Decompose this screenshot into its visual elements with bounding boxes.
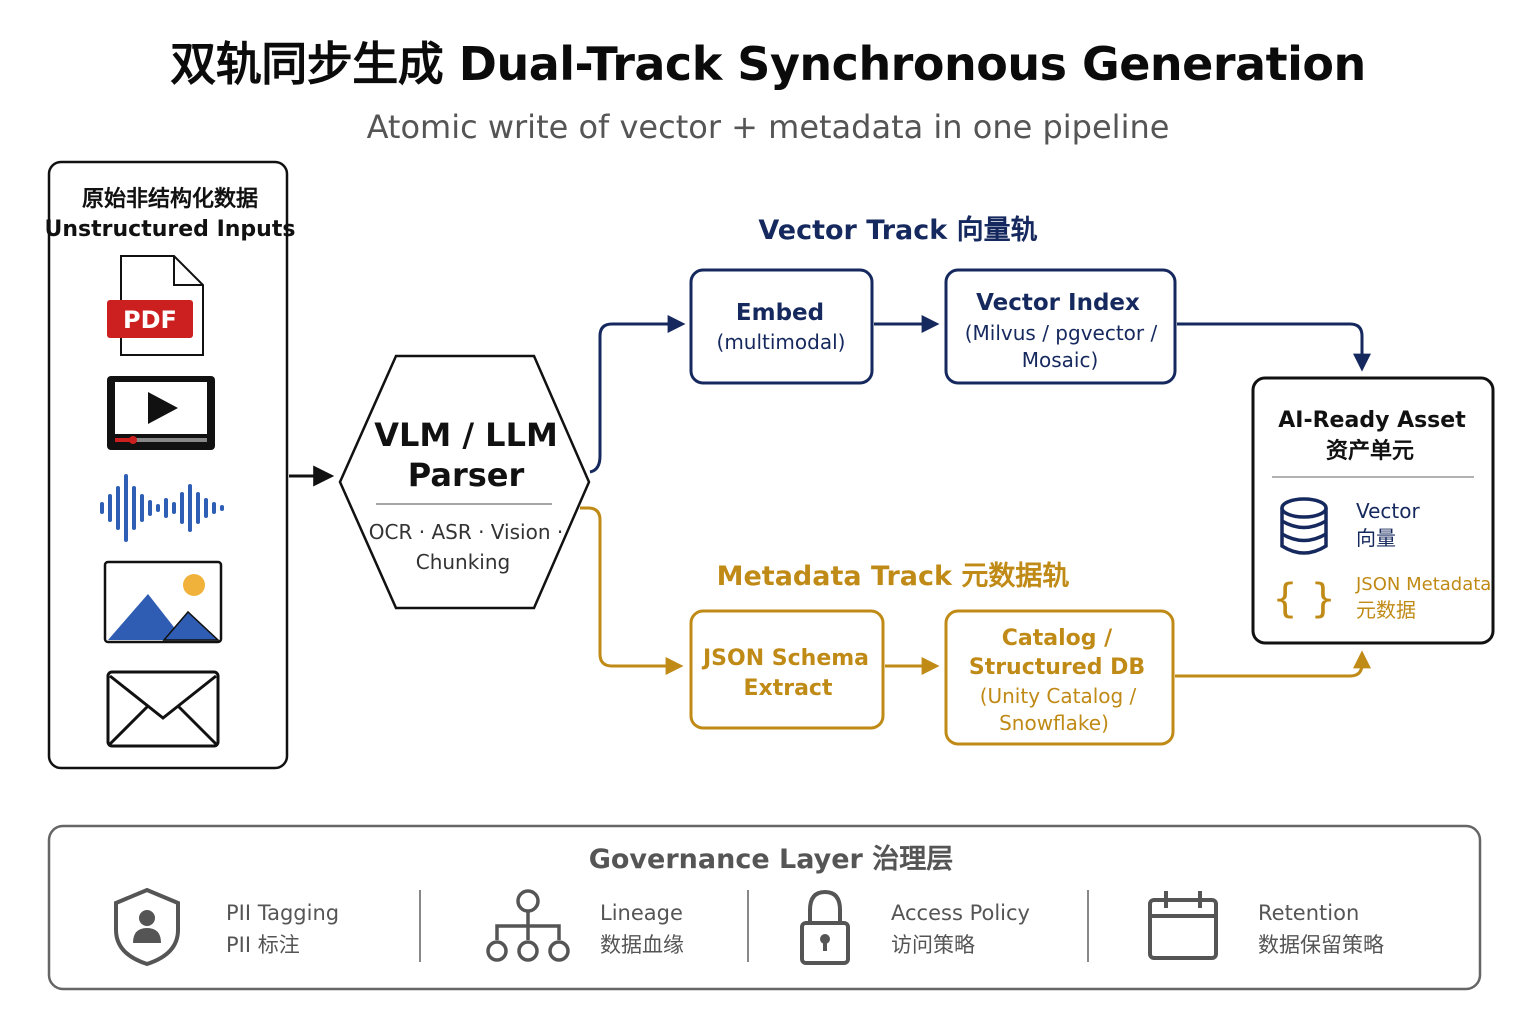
json-braces-icon: { } — [1272, 576, 1336, 622]
image-icon — [103, 560, 223, 644]
calendar-icon — [1148, 891, 1218, 960]
vector-index-node: Vector Index (Milvus / pgvector / Mosaic… — [944, 268, 1177, 385]
parser-title-line2: Parser — [408, 456, 525, 494]
arrow-parser-to-schema — [580, 506, 684, 675]
catalog-title-line2: Structured DB — [969, 655, 1145, 680]
arrow-catalog-to-asset — [1175, 650, 1371, 678]
gov-item-1-en: Lineage — [600, 901, 683, 925]
page-subtitle: Atomic write of vector + metadata in one… — [366, 108, 1170, 146]
asset-json-cn: 元数据 — [1356, 598, 1416, 622]
schema-title-line1: JSON Schema — [701, 646, 869, 671]
gov-item-0-cn: PII 标注 — [226, 933, 300, 957]
asset-title-en: AI-Ready Asset — [1278, 408, 1466, 433]
catalog-title-line1: Catalog / — [1002, 626, 1113, 651]
governance-panel: Governance Layer 治理层 PII Tagging PII 标注 … — [47, 824, 1482, 991]
embed-title: Embed — [736, 300, 824, 326]
vector-index-title: Vector Index — [976, 290, 1140, 316]
gov-item-3-en: Retention — [1258, 901, 1359, 925]
gov-item-3-cn: 数据保留策略 — [1258, 933, 1384, 957]
asset-vector-cn: 向量 — [1356, 526, 1396, 550]
schema-title-line2: Extract — [744, 676, 833, 701]
asset-node: AI-Ready Asset 资产单元 Vector 向量 { } JSON M… — [1251, 376, 1495, 645]
audio-waveform-icon — [100, 474, 224, 542]
inputs-title-en: Unstructured Inputs — [45, 217, 296, 242]
email-icon — [106, 670, 220, 748]
gov-item-2-cn: 访问策略 — [891, 933, 975, 957]
vector-index-sub1: (Milvus / pgvector / — [965, 321, 1158, 345]
padlock-icon — [800, 889, 850, 965]
pdf-label: PDF — [123, 306, 177, 334]
vector-track-label: Vector Track 向量轨 — [758, 214, 1037, 246]
embed-node: Embed (multimodal) — [689, 268, 874, 385]
asset-json-en: JSON Metadata — [1355, 574, 1491, 595]
pdf-icon: PDF — [107, 255, 204, 356]
inputs-panel: 原始非结构化数据 Unstructured Inputs PDF — [45, 160, 296, 770]
gov-item-0-en: PII Tagging — [226, 901, 339, 925]
catalog-node: Catalog / Structured DB (Unity Catalog /… — [944, 609, 1175, 746]
gov-item-1-cn: 数据血缘 — [600, 933, 684, 957]
asset-title-cn: 资产单元 — [1326, 439, 1414, 464]
arrow-index-to-asset — [1177, 322, 1371, 372]
inputs-title-cn: 原始非结构化数据 — [82, 186, 258, 212]
page-title: 双轨同步生成 Dual-Track Synchronous Generation — [170, 37, 1366, 91]
schema-extract-node: JSON Schema Extract — [689, 609, 885, 730]
vector-index-sub2: Mosaic) — [1022, 348, 1099, 372]
shield-user-icon — [114, 887, 180, 967]
database-icon — [1280, 497, 1328, 555]
parser-node: VLM / LLM Parser OCR · ASR · Vision · Ch… — [338, 354, 591, 610]
parser-sub-line1: OCR · ASR · Vision · — [369, 520, 563, 544]
video-icon — [107, 376, 215, 450]
asset-vector-en: Vector — [1356, 499, 1421, 523]
gov-item-2-en: Access Policy — [891, 901, 1030, 925]
catalog-sub1: (Unity Catalog / — [980, 684, 1137, 708]
parser-sub-line2: Chunking — [416, 550, 511, 574]
governance-title: Governance Layer 治理层 — [589, 844, 954, 875]
arrow-parser-to-embed — [589, 315, 686, 474]
parser-title-line1: VLM / LLM — [374, 416, 558, 454]
embed-sub: (multimodal) — [717, 330, 846, 354]
lineage-tree-icon — [486, 889, 570, 962]
metadata-track-label: Metadata Track 元数据轨 — [717, 560, 1070, 592]
catalog-sub2: Snowflake) — [999, 711, 1109, 735]
